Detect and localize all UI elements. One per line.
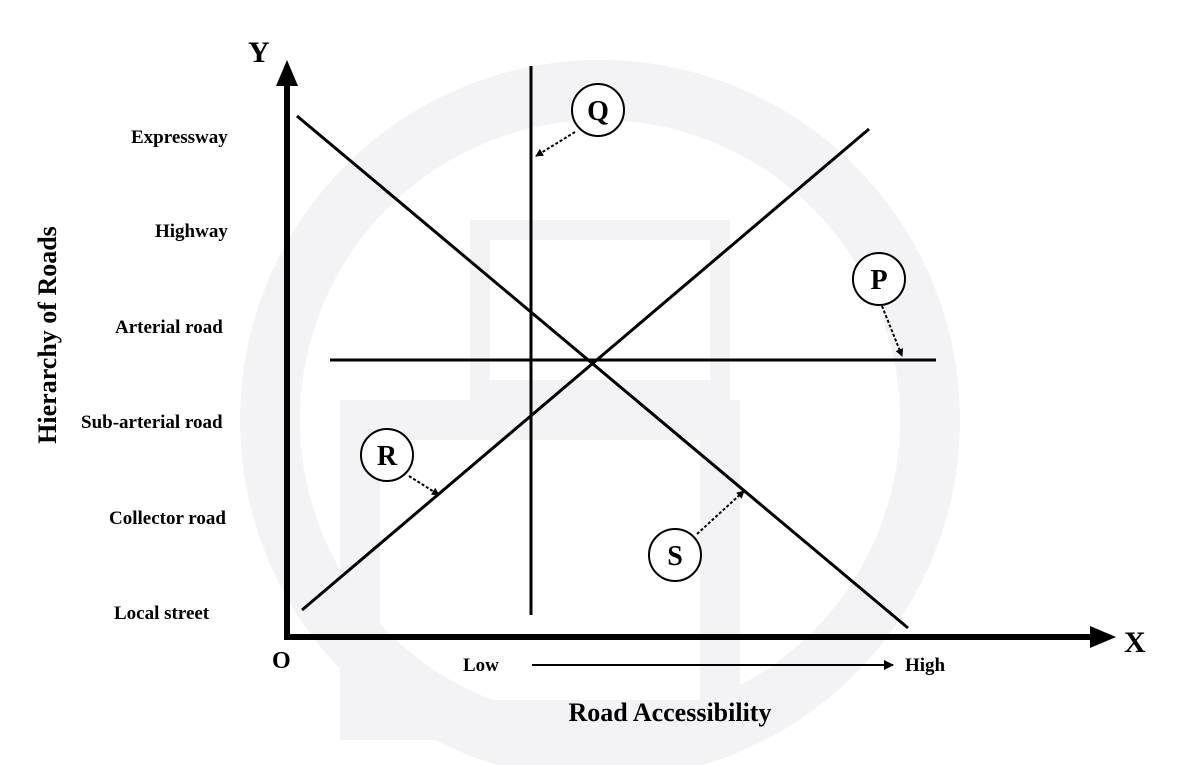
accessibility-scale: Low High [463,655,946,676]
label-r-pointer [408,475,440,496]
x-axis-arrowhead [1090,626,1116,648]
road-level-arterial: Arterial road [115,317,223,338]
y-axis-arrowhead [276,60,298,86]
y-axis-title: Hierarchy of Roads [33,226,62,444]
axes [276,60,1116,648]
x-axis-letter: X [1124,626,1146,659]
label-s-circle [648,528,702,582]
label-p-circle [852,252,906,306]
origin-label: O [272,648,291,674]
label-q: Q [535,83,625,157]
label-q-text: Q [587,96,609,127]
accessibility-high-label: High [905,655,946,676]
y-axis-letter: Y [248,36,270,69]
line-r-rising [301,127,870,612]
label-s: S [648,490,745,582]
label-q-circle [571,83,625,137]
label-r: R [360,428,440,496]
label-r-circle [360,428,414,482]
label-q-pointer [535,131,576,157]
x-axis-title: Road Accessibility [569,698,772,727]
label-p: P [852,252,906,357]
label-p-text: P [870,265,887,296]
watermark-seal [240,60,960,765]
road-level-highway: Highway [155,221,228,242]
road-level-labels: Expressway Highway Arterial road Sub-art… [81,127,228,624]
road-level-local: Local street [114,603,210,624]
line-s-falling [296,114,909,630]
road-level-collector: Collector road [109,508,226,529]
road-level-expressway: Expressway [131,127,228,148]
diagram-lines [296,66,936,630]
accessibility-low-label: Low [463,655,499,676]
label-s-pointer [696,490,745,535]
road-level-sub-arterial: Sub-arterial road [81,412,223,433]
label-r-text: R [377,441,398,472]
label-s-text: S [667,541,683,572]
label-p-pointer [881,305,904,357]
